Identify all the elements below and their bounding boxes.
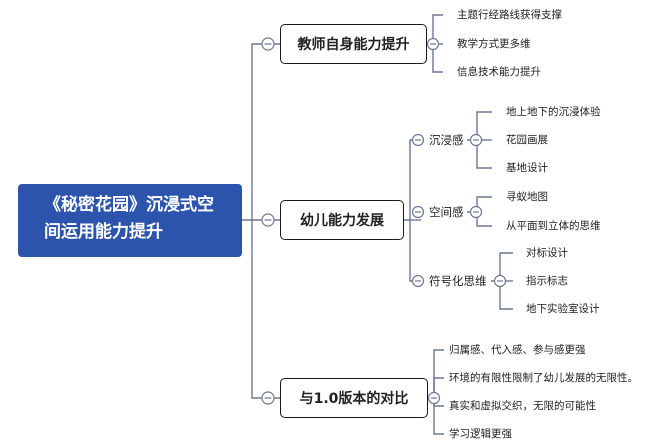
- leaf-item[interactable]: 指示标志: [526, 275, 568, 287]
- collapse-toggle-branch3[interactable]: [261, 391, 275, 405]
- branch-label: 与1.0版本的对比: [299, 391, 409, 407]
- collapse-toggle-branch1-items[interactable]: [426, 37, 440, 51]
- branch-label: 幼儿能力发展: [300, 213, 384, 229]
- leaf-item[interactable]: 从平面到立体的思维: [506, 220, 601, 232]
- subtopic-spatial[interactable]: 空间感: [429, 205, 464, 219]
- leaf-item[interactable]: 花园画展: [506, 134, 548, 146]
- subtopic-symbolic[interactable]: 符号化思维: [429, 274, 487, 288]
- leaf-item[interactable]: 学习逻辑更强: [449, 428, 512, 440]
- branch-label: 教师自身能力提升: [297, 37, 410, 53]
- branch-teacher-ability[interactable]: 教师自身能力提升: [280, 24, 427, 64]
- leaf-item[interactable]: 地下实验室设计: [526, 303, 600, 315]
- leaf-item[interactable]: 对标设计: [526, 247, 568, 259]
- collapse-toggle-branch2-groups[interactable]: [411, 133, 425, 288]
- leaf-item[interactable]: 信息技术能力提升: [457, 66, 541, 78]
- leaf-item[interactable]: 寻蚁地图: [506, 191, 548, 203]
- collapse-toggle-branch3-items[interactable]: [427, 391, 441, 405]
- leaf-item[interactable]: 主题行经路线获得支撑: [457, 9, 562, 21]
- root-topic[interactable]: 《秘密花园》沉浸式空 间运用能力提升: [18, 184, 242, 257]
- leaf-item[interactable]: 归属感、代入感、参与感更强: [449, 344, 586, 356]
- collapse-toggle-subgroups[interactable]: [469, 133, 507, 288]
- branch-child-ability[interactable]: 幼儿能力发展: [280, 200, 404, 240]
- leaf-item[interactable]: 教学方式更多维: [457, 38, 531, 50]
- root-topic-line1: 《秘密花园》沉浸式空: [44, 195, 214, 215]
- leaf-item[interactable]: 真实和虚拟交织，无限的可能性: [449, 400, 596, 412]
- collapse-toggle-root[interactable]: [261, 37, 275, 51]
- subtopic-immersion[interactable]: 沉浸感: [429, 133, 464, 147]
- collapse-toggle-branch2[interactable]: [261, 213, 275, 227]
- leaf-item[interactable]: 基地设计: [506, 162, 548, 174]
- branch-version-comparison[interactable]: 与1.0版本的对比: [280, 378, 428, 418]
- root-topic-line2: 间运用能力提升: [44, 222, 163, 242]
- leaf-item[interactable]: 地上地下的沉浸体验: [506, 106, 601, 118]
- leaf-item[interactable]: 环境的有限性限制了幼儿发展的无限性。: [449, 372, 638, 384]
